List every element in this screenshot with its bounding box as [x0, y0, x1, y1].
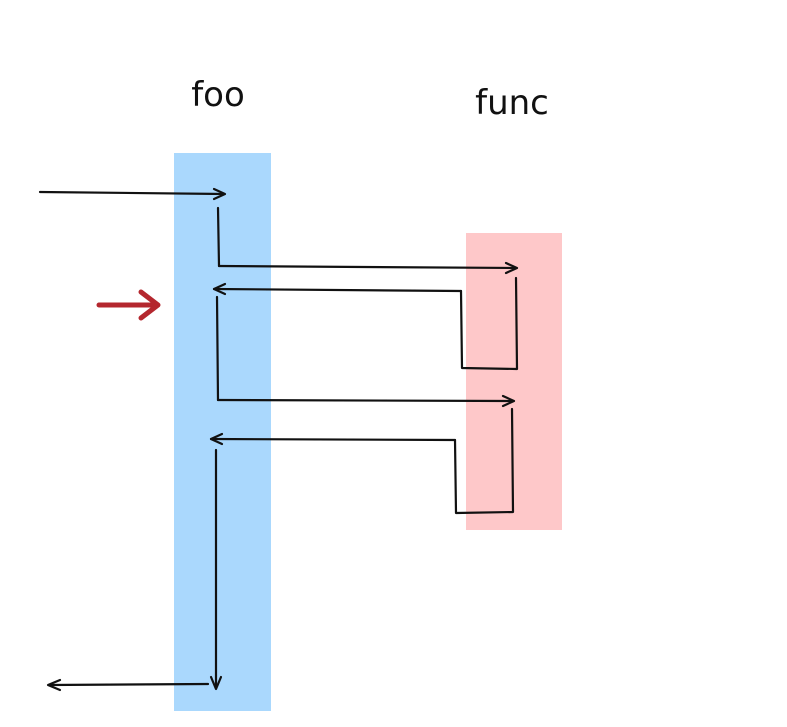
first-return-arrowhead [212, 282, 227, 296]
foo-segment-2 [215, 295, 220, 402]
foo-end-arrowhead [209, 675, 223, 691]
foo-label: foo [191, 75, 245, 115]
first-call-arrow [217, 264, 518, 270]
foo-segment-1 [216, 206, 221, 268]
entry-arrowhead [212, 187, 227, 201]
second-call-arrowhead [501, 394, 516, 408]
func-lane [466, 233, 562, 530]
second-call-arrow [216, 398, 515, 403]
exit-arrowhead [46, 678, 62, 692]
first-call-arrowhead [504, 261, 519, 275]
first-return-arrow [212, 287, 463, 293]
entry-arrow [38, 190, 226, 196]
func-body-2 [453, 407, 515, 515]
func-body-1 [459, 276, 519, 371]
foo-lane [174, 153, 271, 711]
second-return-arrow [209, 437, 457, 442]
func-label: func [475, 83, 549, 123]
exit-arrow [47, 682, 210, 687]
second-return-arrowhead [209, 432, 224, 446]
current-position-pointer-head [138, 289, 161, 321]
